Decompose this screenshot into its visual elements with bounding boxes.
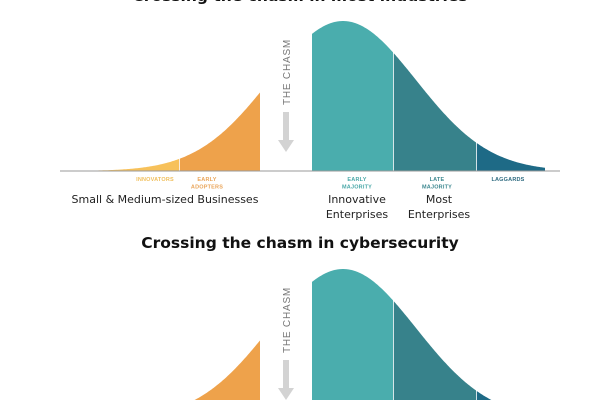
audience-label-small-medium-businesses: Small & Medium-sized Businesses — [72, 193, 259, 206]
curve-segment-early-adopters — [179, 92, 260, 171]
audience-label-most-enterprises: Enterprises — [408, 208, 471, 221]
segment-label-early-majority: MAJORITY — [342, 185, 372, 191]
curve-segment-early-majority — [312, 21, 393, 171]
segment-label-early-adopters: EARLY — [197, 177, 216, 183]
diagram-title: Crossing the chasm in cybersecurity — [141, 234, 459, 252]
curve-segment-laggards — [476, 143, 545, 171]
segment-label-early-majority: EARLY — [347, 177, 366, 183]
chasm-label: THE CHASM — [282, 287, 293, 353]
diagram-most-industries: Crossing the chasm in most industriesTHE… — [60, 0, 560, 221]
curve-segment-late-majority — [393, 53, 476, 171]
curve-segment-late-majority — [393, 301, 476, 400]
curve-segment-laggards — [476, 391, 492, 400]
segment-label-laggards: LAGGARDS — [491, 177, 524, 183]
curve-segment-innovators — [95, 159, 179, 171]
down-arrow-icon — [278, 112, 294, 152]
diagram-title: Crossing the chasm in most industries — [132, 0, 467, 5]
segment-label-early-adopters: ADOPTERS — [191, 185, 223, 191]
curve-segment-early-majority — [312, 269, 393, 400]
curve-segment-early-adopters — [194, 340, 260, 400]
down-arrow-icon — [278, 360, 294, 400]
segment-label-late-majority: MAJORITY — [422, 185, 452, 191]
segment-label-late-majority: LATE — [430, 177, 445, 183]
segment-label-innovators: INNOVATORS — [136, 177, 174, 183]
audience-label-most-enterprises: Most — [426, 193, 453, 206]
chasm-label: THE CHASM — [282, 39, 293, 105]
audience-label-innovative-enterprises: Innovative — [328, 193, 386, 206]
audience-label-innovative-enterprises: Enterprises — [326, 208, 389, 221]
